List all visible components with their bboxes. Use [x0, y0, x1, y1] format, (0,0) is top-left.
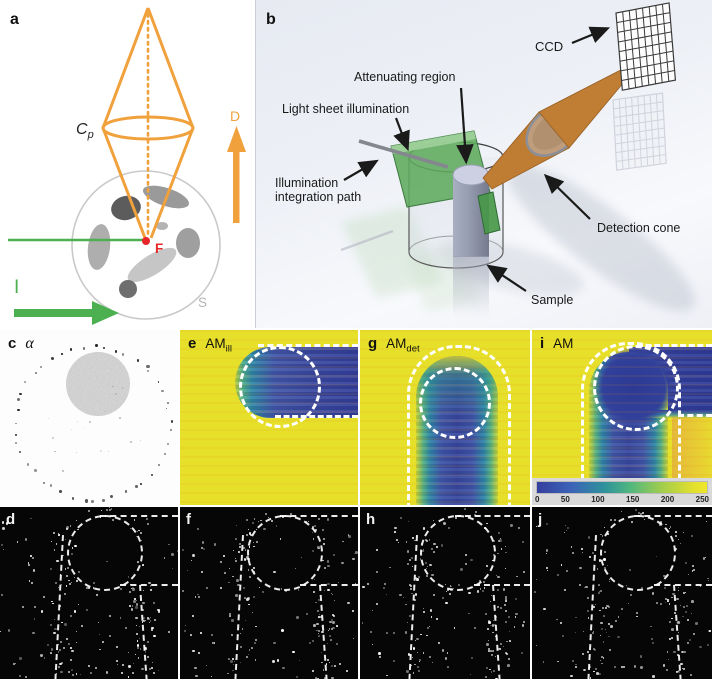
panel-h-beads: h: [360, 507, 530, 679]
panel-b-setup-illustration: b CCD Attenuating region Light sheet ill…: [255, 0, 712, 328]
attenuating-cylinder: [452, 164, 490, 318]
panel-g-title: g AMdet: [368, 335, 420, 355]
dashed-circle: [600, 515, 676, 591]
tick-150: 150: [626, 495, 640, 504]
illumination-path-label-2: integration path: [275, 190, 361, 204]
ccd-chip: [615, 2, 677, 91]
panel-j-beads: j: [532, 507, 712, 679]
light-sheet-front: [477, 191, 501, 235]
panel-f-label: f: [186, 511, 191, 528]
annotation-arrows: [343, 26, 611, 292]
colorbar-gradient: [536, 481, 708, 494]
dashed-circle: [419, 367, 491, 439]
panel-h-label: h: [366, 511, 376, 528]
panel-d-beads: d: [0, 507, 178, 679]
dashed-line-mid: [300, 584, 358, 586]
attenuating-region-label: Attenuating region: [354, 70, 456, 84]
dashed-line-mid: [120, 584, 178, 586]
panel-d-label: d: [6, 511, 16, 528]
am-text: AM: [386, 336, 407, 351]
bead-scatter: [360, 507, 530, 679]
dashed-line-top: [100, 515, 178, 517]
panel-g-am-det-map: g AMdet: [360, 330, 530, 505]
cp-label: Cp: [76, 121, 94, 141]
alpha-symbol: α: [25, 335, 34, 352]
dashed-circle: [67, 515, 143, 591]
light-sheet-label: Light sheet illumination: [282, 102, 409, 116]
panel-a-drawing: a Cp D F S I: [8, 7, 246, 325]
detection-axis-arrow: [227, 126, 246, 223]
panel-f-beads: f: [180, 507, 358, 679]
d-label: D: [230, 108, 240, 124]
dashed-boundary-top: [637, 344, 712, 347]
dashed-boundary-top: [258, 344, 358, 347]
s-label: S: [198, 295, 207, 310]
panel-i-title: i AM: [540, 335, 573, 352]
sample-label: Sample: [531, 293, 573, 307]
dashed-column-outline: [581, 342, 681, 482]
illumination-axis-arrow: [14, 301, 119, 325]
am-sub: ill: [225, 343, 232, 355]
panel-c-label: c: [8, 335, 17, 352]
panel-e-title: e AMill: [188, 335, 232, 355]
i-label: I: [14, 277, 19, 298]
am-sub: det: [406, 343, 420, 355]
dashed-column-outline: [407, 345, 511, 505]
bead-ring: [0, 330, 178, 505]
dashed-line-mid: [654, 584, 712, 586]
detection-cone-label: Detection cone: [597, 221, 680, 235]
illumination-path-label-1: Illumination: [275, 176, 338, 190]
f-label: F: [155, 241, 163, 256]
panel-g-label: g: [368, 335, 378, 352]
dashed-circle: [247, 515, 323, 591]
panel-i-am-map: i AM 0 50 100 150 200 250: [532, 330, 712, 505]
ccd-label: CCD: [535, 39, 563, 54]
panel-a-label: a: [10, 11, 19, 28]
sample-circle: [71, 170, 221, 320]
dashed-line-top: [634, 515, 712, 517]
dashed-circle: [593, 345, 679, 431]
panel-j-label: j: [538, 511, 543, 528]
tick-0: 0: [535, 495, 540, 504]
tick-250: 250: [695, 495, 709, 504]
panel-e-am-ill-map: e AMill: [180, 330, 358, 505]
dashed-line-top: [280, 515, 358, 517]
illumination-rod: [358, 139, 449, 169]
shadows-reflections: [340, 164, 695, 312]
dashed-boundary-bottom: [678, 414, 712, 417]
am-text: AM: [205, 336, 226, 351]
band-bottom-fade: [629, 410, 712, 418]
dashed-circle: [239, 346, 321, 428]
ccd-reflection: [612, 92, 667, 171]
colorbar: 0 50 100 150 200 250: [532, 478, 712, 505]
dashed-line-top: [455, 515, 530, 517]
focus-point: [142, 237, 150, 245]
panel-e-label: e: [188, 335, 197, 352]
panel-i-label: i: [540, 335, 545, 352]
tick-100: 100: [591, 495, 605, 504]
dashed-line-mid: [474, 584, 530, 586]
tick-50: 50: [560, 495, 570, 504]
colorbar-ticks: 0 50 100 150 200 250: [535, 495, 709, 504]
panel-c-drawing: [66, 352, 130, 416]
panel-a-detection-cone-schematic: a Cp D F S I: [0, 0, 253, 328]
panel-b-drawing: b CCD Attenuating region Light sheet ill…: [266, 2, 695, 318]
tick-200: 200: [660, 495, 675, 504]
panel-b-label: b: [266, 11, 276, 28]
dashed-circle: [420, 515, 496, 591]
bead-scatter: [0, 507, 178, 679]
detection-cone-upper: [538, 57, 645, 149]
dashed-boundary-bottom: [275, 415, 358, 418]
am-text: AM: [553, 336, 574, 351]
